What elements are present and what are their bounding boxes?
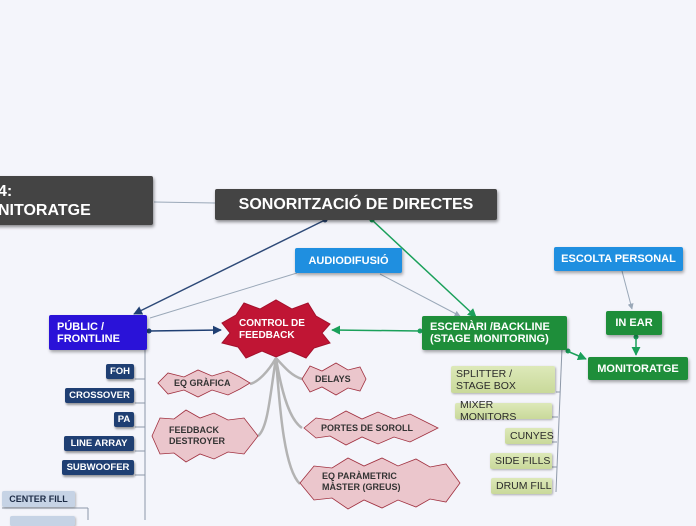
link-dot (565, 348, 571, 354)
side-fills-label: SIDE FILLS (495, 455, 551, 467)
escenari-line2: (STAGE MONITORING) (430, 333, 549, 345)
crossover-label: CROSSOVER (69, 390, 130, 401)
main-title: SONORITZACIÓ DE DIRECTES (238, 195, 474, 213)
main-title-node[interactable]: SONORITZACIÓ DE DIRECTES (215, 189, 497, 220)
center-fill-label: CENTER FILL (9, 494, 68, 504)
subwoofer-label: SUBWOOFER (66, 462, 130, 473)
splitter-line1: SPLITTER / (456, 367, 513, 380)
side-fills-node[interactable]: SIDE FILLS (490, 453, 552, 469)
splitter-stage-box-node[interactable]: SPLITTER / STAGE BOX (451, 366, 555, 393)
previous-topic-line2: NITORATGE (0, 201, 91, 219)
control-feedback-label[interactable]: CONTROL DE FEEDBACK (239, 318, 305, 342)
link-audio-public (149, 272, 298, 319)
mixer-monitors-label: MIXER MONITORS (460, 399, 517, 423)
destroyer-line2: DESTROYER (169, 436, 226, 446)
link-audio-escenari (379, 273, 461, 317)
control-line2: FEEDBACK (239, 330, 295, 341)
pa-label: PA (117, 414, 131, 425)
link-escenari-monitoratge (566, 350, 587, 361)
in-ear-node[interactable]: IN EAR (606, 311, 662, 335)
stage-tree-trunk (555, 347, 563, 493)
public-frontline-node[interactable]: PÚBLIC / FRONTLINE (49, 315, 147, 350)
public-line2: FRONTLINE (57, 332, 120, 345)
center-fill-child-node[interactable] (10, 516, 75, 526)
foh-node[interactable]: FOH (106, 364, 134, 379)
control-feedback-star (221, 299, 331, 359)
public-line1: PÚBLIC / (57, 320, 105, 333)
destroyer-line1: FEEDBACK (169, 425, 220, 435)
portes-soroll-star (303, 410, 439, 446)
link-escenari-control (331, 325, 421, 335)
eq-parametric-label[interactable]: EQ PARÀMETRIC MÀSTER (GREUS) (322, 471, 401, 493)
escenari-line1: ESCENÀRI /BACKLINE (430, 321, 550, 333)
link-dot (146, 328, 152, 334)
link-escolta-inear (621, 270, 634, 310)
eq-grafica-label[interactable]: EQ GRÀFICA (174, 378, 231, 388)
link-dot (417, 328, 423, 334)
cunyes-node[interactable]: CUNYES (505, 428, 554, 444)
escolta-personal-label: ESCOLTA PERSONAL (561, 253, 676, 265)
in-ear-label: IN EAR (615, 317, 653, 329)
link-public-control (148, 325, 222, 335)
splitter-line2: STAGE BOX (456, 379, 516, 392)
link-main-escenari (371, 219, 477, 318)
feedback-destroyer-label[interactable]: FEEDBACK DESTROYER (169, 425, 225, 447)
drum-fill-node[interactable]: DRUM FILL (491, 478, 552, 494)
pa-node[interactable]: PA (114, 412, 134, 427)
mixer-monitors-node[interactable]: MIXER MONITORS (455, 399, 552, 423)
line-array-label: LINE ARRAY (70, 438, 128, 449)
link-main-public (133, 219, 326, 315)
escolta-personal-node[interactable]: ESCOLTA PERSONAL (554, 247, 683, 271)
subwoofer-node[interactable]: SUBWOOFER (62, 460, 134, 475)
portes-soroll-label[interactable]: PORTES DE SOROLL (321, 423, 414, 433)
audiodifusio-node[interactable]: AUDIODIFUSIÓ (295, 248, 402, 273)
eq-parametric-star (299, 457, 461, 510)
control-line1: CONTROL DE (239, 318, 305, 329)
crossover-node[interactable]: CROSSOVER (65, 388, 134, 403)
monitoratge-node[interactable]: MONITORATGE (588, 357, 688, 380)
eq-param-line2: MÀSTER (GREUS) (322, 482, 401, 492)
monitoratge-label: MONITORATGE (597, 362, 679, 375)
delays-star (301, 362, 367, 396)
delays-label[interactable]: DELAYS (315, 374, 351, 384)
feedback-destroyer-star (151, 409, 259, 463)
escenari-backline-node[interactable]: ESCENÀRI /BACKLINE (STAGE MONITORING) (422, 316, 567, 350)
line-array-node[interactable]: LINE ARRAY (64, 436, 134, 451)
cunyes-label: CUNYES (510, 430, 554, 442)
link-dot (633, 334, 639, 340)
audiodifusio-label: AUDIODIFUSIÓ (308, 254, 389, 267)
link-prev-main (153, 201, 216, 204)
drum-fill-label: DRUM FILL (496, 480, 552, 492)
eq-grafica-star (157, 369, 251, 398)
previous-topic-line1: 4: (0, 182, 13, 200)
previous-topic-node[interactable]: 4: NITORATGE (0, 176, 153, 225)
center-fill-node[interactable]: CENTER FILL (2, 491, 75, 507)
eq-param-line1: EQ PARÀMETRIC (322, 471, 397, 481)
foh-label: FOH (109, 366, 131, 377)
